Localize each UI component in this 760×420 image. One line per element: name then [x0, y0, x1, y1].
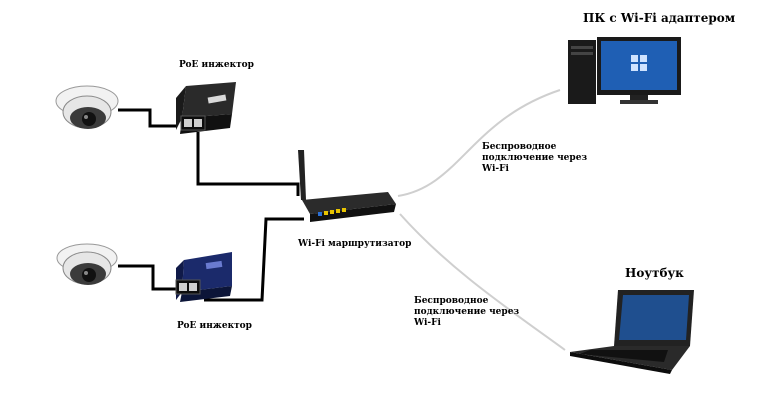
- dome-camera-top: [55, 85, 119, 129]
- laptop: [570, 290, 694, 374]
- poe-injector-top-label: PoE инжектор: [179, 60, 254, 70]
- laptop-label: Ноутбук: [625, 266, 684, 280]
- poe-injector-bottom-label: PoE инжектор: [177, 321, 252, 331]
- poe-injector-bottom: [175, 252, 232, 302]
- cable-camera1-injector1: [118, 108, 176, 128]
- cable-injector1-router: [196, 132, 300, 196]
- pc-label: ПК с Wi-Fi адаптером: [583, 11, 736, 25]
- wifi-router: [298, 150, 396, 222]
- poe-injector-top: [176, 82, 236, 134]
- dome-camera-bottom: [56, 243, 118, 285]
- wireless-lower-label: Беспроводное подключение через Wi-Fi: [414, 296, 520, 328]
- wireless-link-pc: [397, 89, 561, 197]
- wireless-link-laptop: [399, 213, 566, 351]
- wired-cables: [118, 108, 304, 302]
- router-label: Wi-Fi маршрутизатор: [298, 239, 412, 249]
- cable-injector2-router: [204, 217, 304, 302]
- wireless-links: [397, 89, 566, 351]
- desktop-pc: [568, 37, 681, 104]
- wireless-upper-label: Беспроводное подключение через Wi-Fi: [482, 142, 588, 174]
- cable-camera2-injector2: [118, 264, 176, 291]
